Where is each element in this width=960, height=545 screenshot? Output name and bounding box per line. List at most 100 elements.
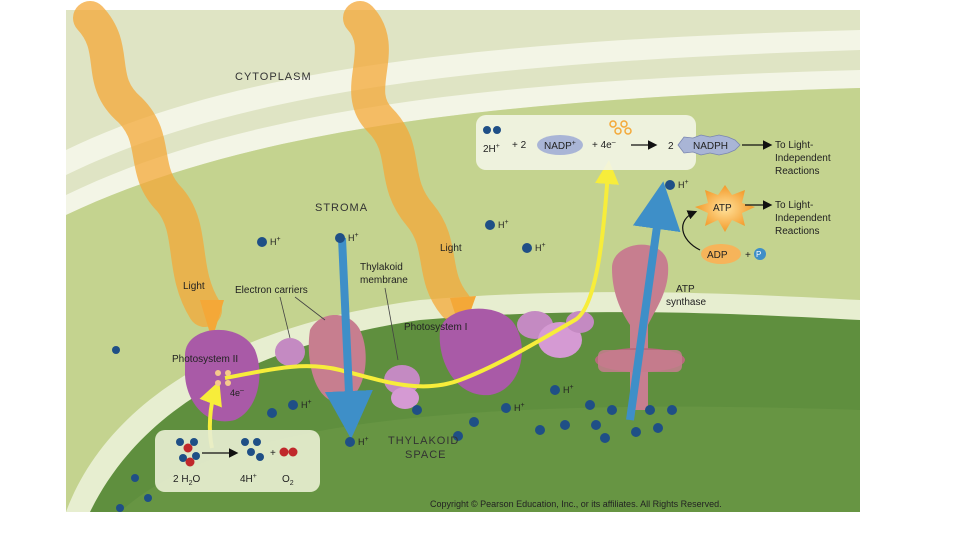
light-beam-left	[73, 1, 222, 327]
h-ion	[288, 400, 298, 410]
adp-label: ADP	[707, 250, 728, 261]
to-light-independent-2-line3: Reactions	[775, 226, 819, 237]
photosystem-i-protein	[439, 308, 522, 396]
h-ion	[345, 437, 355, 447]
adp-plus: +	[745, 250, 751, 261]
thylakoid-membrane-label-line2: membrane	[360, 275, 408, 286]
water-h2o-label: 2 H2O	[173, 474, 200, 487]
h-ion	[453, 431, 463, 441]
h-ion	[267, 408, 277, 418]
equation-box-bg	[476, 115, 696, 170]
h-ion	[501, 403, 511, 413]
atp-synthase-label-line1: ATP	[676, 284, 695, 295]
o-atom	[185, 457, 195, 467]
o-atom	[183, 443, 193, 453]
water-splitting-box: + 2 H2O 4H+ O2	[155, 430, 320, 492]
adp-to-atp-arrow	[682, 210, 701, 251]
thylakoid-membrane-leader	[384, 287, 399, 361]
h-ion	[241, 438, 249, 446]
h-ion-label: H+	[563, 384, 574, 395]
h-ion	[412, 405, 422, 415]
electron-dot	[624, 127, 632, 135]
h-ion	[535, 425, 545, 435]
h-ion	[591, 420, 601, 430]
photosystem-i-label: Photosystem I	[404, 322, 467, 333]
h-ion	[112, 346, 120, 354]
light-beams	[73, 1, 476, 340]
electron-carriers-label: Electron carriers	[235, 285, 308, 296]
h-ion	[600, 433, 610, 443]
to-light-independent-2-line1: To Light-	[775, 200, 813, 211]
h-ion-label: H+	[498, 219, 509, 230]
electron-carrier-small	[275, 338, 305, 366]
equation-2h-plus: 2H+	[483, 143, 500, 155]
to-light-independent-1-line2: Independent	[775, 153, 831, 164]
nadp-reductase	[538, 322, 582, 358]
nadph-label: NADPH	[693, 141, 728, 152]
h-ion	[667, 405, 677, 415]
water-box-bg	[155, 430, 320, 492]
electron-dot	[609, 120, 617, 128]
h-ion	[522, 243, 532, 253]
proton-pump-arrow	[324, 237, 373, 439]
water-plus: +	[270, 448, 276, 459]
h-atom	[192, 452, 200, 460]
hydrogen-ions	[112, 180, 677, 512]
h-ion	[665, 180, 675, 190]
h-ion	[645, 405, 655, 415]
h-atom	[190, 438, 198, 446]
four-electrons-top	[609, 120, 632, 135]
electron-flow-path	[224, 160, 620, 389]
photosystem-ii-label: Photosystem II	[172, 354, 238, 365]
h-ion	[550, 385, 560, 395]
thylakoid-membrane-label-line1: Thylakoid	[360, 262, 403, 273]
photosystem-ii-electrons	[215, 370, 231, 386]
copyright-notice: Copyright © Pearson Education, Inc., or …	[430, 499, 722, 509]
nadph-shape	[677, 134, 741, 156]
h-atom	[179, 454, 187, 462]
electron-dot	[614, 127, 622, 135]
electron-dot	[215, 380, 221, 386]
plastocyanin-lower	[391, 387, 419, 409]
electron-dot	[620, 120, 628, 128]
cytoplasm-label: CYTOPLASM	[235, 71, 312, 83]
to-light-independent-1-line1: To Light-	[775, 140, 813, 151]
equation-two: 2	[668, 141, 674, 152]
h-ion	[257, 237, 267, 247]
electron-carriers-leader	[279, 296, 291, 339]
h-ion	[335, 233, 345, 243]
phosphate-label: P	[756, 250, 761, 259]
electron-carriers-leader-2	[294, 296, 326, 321]
h-ion	[607, 405, 617, 415]
h-ion	[631, 427, 641, 437]
h-ion-labels: H+ H+ H+ H+ H+ H+ H+ H+ H+	[270, 179, 689, 447]
electron-dot	[225, 380, 231, 386]
adp-shape	[701, 244, 741, 264]
thylakoid-space-label-line1: THYLAKOID	[388, 435, 459, 447]
h-ion-label: H+	[301, 399, 312, 410]
h-atom	[176, 438, 184, 446]
h-ion	[116, 504, 124, 512]
h-ion	[247, 448, 255, 456]
h-ion	[253, 438, 261, 446]
h-ion	[560, 420, 570, 430]
h-ion	[144, 494, 152, 502]
atp-cycle: ATP ADP + P	[682, 185, 773, 264]
light-beam-right	[343, 1, 472, 322]
h-ion-label: H+	[514, 402, 525, 413]
electron-dot	[225, 370, 231, 376]
nadp-plus-label: NADP+	[544, 140, 576, 152]
o-atom	[279, 447, 289, 457]
h-ion	[585, 400, 595, 410]
outer-membrane	[66, 30, 860, 175]
atp-synthase-proton-arrow	[626, 181, 681, 421]
water-o2-label: O2	[282, 474, 294, 487]
h-ion-label: H+	[358, 436, 369, 447]
h-ion	[653, 423, 663, 433]
nadph-equation-box: 2H+ + 2 NADP+ + 4e– 2 NADPH	[476, 115, 773, 170]
phosphate-shape	[754, 248, 766, 260]
inner-membrane	[66, 70, 860, 215]
light-label-right: Light	[440, 243, 462, 254]
